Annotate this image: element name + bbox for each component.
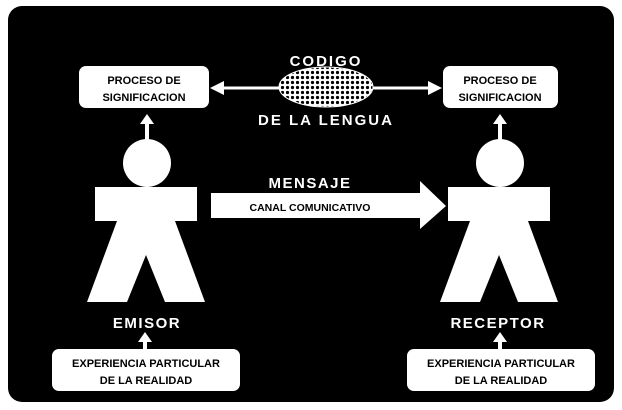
- sender-experience-line2: DE LA REALIDAD: [100, 375, 193, 387]
- receiver-experience-arrow: [493, 332, 507, 349]
- receiver-experience-box: EXPERIENCIA PARTICULAR DE LA REALIDAD: [407, 349, 595, 391]
- sender-figure: [87, 139, 205, 302]
- receiver-process-line2: SIGNIFICACION: [458, 92, 541, 104]
- sender-process-box: PROCESO DE SIGNIFICACION: [79, 66, 209, 108]
- receiver-figure: [440, 139, 558, 302]
- sender-label: EMISOR: [113, 315, 181, 332]
- code-subtitle: DE LA LENGUA: [258, 112, 394, 129]
- message-channel: CANAL COMUNICATIVO: [250, 202, 371, 214]
- sender-up-arrow: [140, 114, 154, 141]
- message-arrow: [211, 181, 446, 229]
- receiver-label: RECEPTOR: [450, 315, 545, 332]
- receiver-up-arrow: [493, 114, 507, 141]
- code-title: CODIGO: [290, 53, 363, 70]
- sender-experience-line1: EXPERIENCIA PARTICULAR: [72, 358, 220, 370]
- sender-experience-box: EXPERIENCIA PARTICULAR DE LA REALIDAD: [52, 349, 240, 391]
- language-code-shape: [278, 66, 374, 108]
- sender-process-line2: SIGNIFICACION: [102, 92, 185, 104]
- receiver-process-line1: PROCESO DE: [463, 75, 536, 87]
- sender-process-line1: PROCESO DE: [107, 75, 180, 87]
- sender-experience-arrow: [138, 332, 152, 349]
- receiver-experience-line2: DE LA REALIDAD: [455, 375, 548, 387]
- receiver-experience-line1: EXPERIENCIA PARTICULAR: [427, 358, 575, 370]
- message-title: MENSAJE: [268, 175, 351, 192]
- receiver-process-box: PROCESO DE SIGNIFICACION: [443, 66, 558, 108]
